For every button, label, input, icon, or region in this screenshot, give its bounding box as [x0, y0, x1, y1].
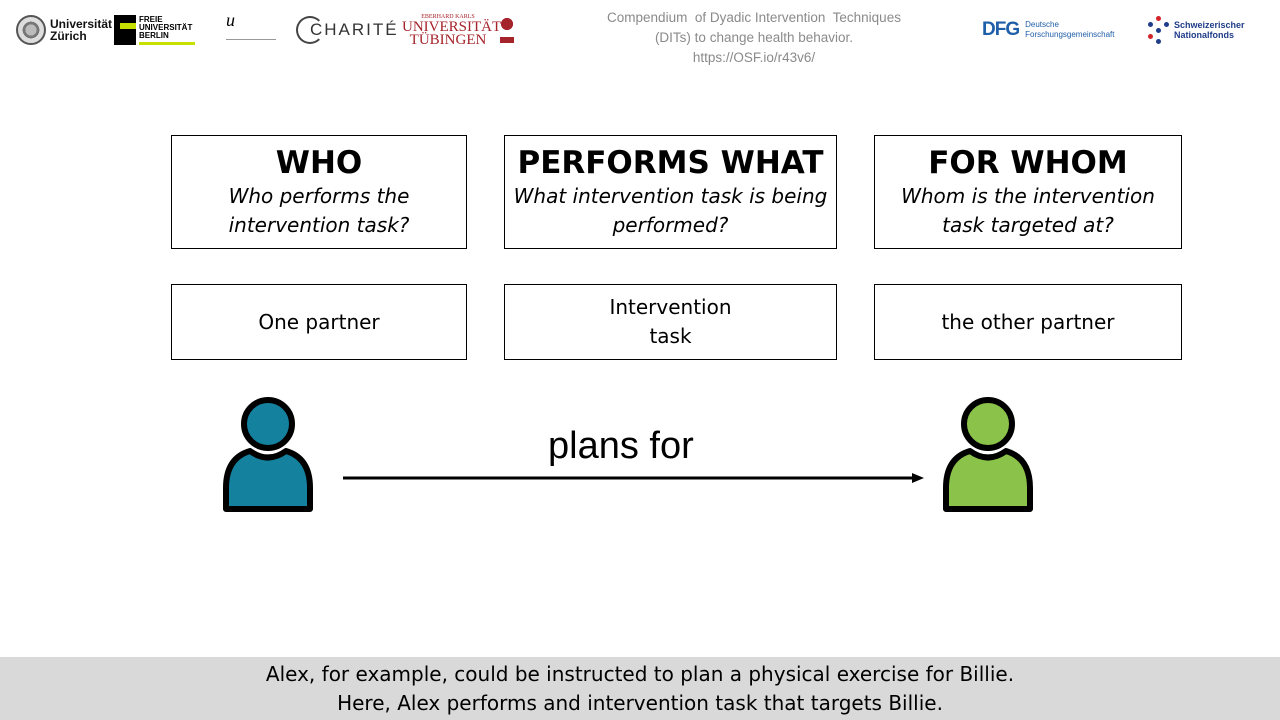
for-whom-value-box: the other partner: [874, 284, 1182, 360]
who-heading: WHO: [275, 145, 363, 181]
for-whom-value: the other partner: [941, 309, 1115, 334]
dfg-subtitle: Deutsche Forschungsgemeinschaft: [1025, 20, 1115, 39]
who-question-line-2: intervention task?: [228, 213, 410, 237]
performs-what-question-line-1: What intervention task is being: [513, 184, 828, 208]
who-value-box: One partner: [171, 284, 467, 360]
charite-logo: CHARITÉ: [296, 10, 399, 50]
tuebingen-logo-text: EBERHARD KARLS UNIVERSITÄT TÜBINGEN: [402, 13, 502, 48]
who-value: One partner: [258, 309, 380, 334]
arrow-head: [912, 473, 924, 483]
arrow-right-icon: [343, 473, 924, 483]
charite-logo-text: CHARITÉ: [310, 20, 399, 39]
person-green-head: [961, 397, 1015, 451]
performs-what-question-line-2: performed?: [612, 213, 729, 237]
compendium-link[interactable]: https://OSF.io/r43v6/: [692, 50, 816, 65]
dfg-logo: DFG Deutsche Forschungsgemeinschaft: [982, 10, 1121, 50]
charite-circle-icon: [296, 16, 324, 44]
person-blue-body: [223, 448, 313, 512]
compendium-line-2: (DITs) to change health behavior.: [654, 30, 854, 45]
person-blue-head: [241, 397, 295, 451]
tuebingen-logo: EBERHARD KARLS UNIVERSITÄT TÜBINGEN: [402, 10, 514, 50]
tree-icon: [500, 17, 514, 43]
person-blue-icon: [223, 397, 313, 512]
performs-what-value-line-1: Intervention: [609, 295, 732, 319]
fu-mark-icon: [114, 15, 136, 45]
unibe-logo-text: u: [226, 10, 235, 30]
fu-logo-text: FREIE UNIVERSITÄT BERLIN: [139, 15, 195, 45]
who-question-line-1: Who performs the: [228, 184, 410, 208]
caption-line-1: Alex, for example, could be instructed t…: [265, 662, 1015, 686]
unibe-logo: u: [226, 10, 276, 50]
caption-bar: Alex, for example, could be instructed t…: [0, 657, 1280, 720]
arrow-label: plans for: [548, 425, 694, 467]
performs-what-value-box: Intervention task: [504, 284, 837, 360]
tuebingen-main-text: UNIVERSITÄT TÜBINGEN: [402, 18, 502, 48]
dfg-logo-text: DFG: [982, 19, 1020, 40]
uzh-logo-text: Universität Zürich: [50, 17, 113, 43]
snf-dots-icon: [1148, 16, 1170, 44]
unibe-line: [226, 39, 276, 40]
fu-berlin-logo: FREIE UNIVERSITÄT BERLIN: [114, 10, 195, 50]
snf-logo-text: Schweizerischer Nationalfonds: [1174, 20, 1245, 40]
caption-line-2: Here, Alex performs and intervention tas…: [337, 691, 943, 715]
uzh-logo: Universität Zürich: [16, 10, 116, 50]
snf-logo: Schweizerischer Nationalfonds: [1148, 10, 1246, 50]
uzh-seal-icon: [16, 15, 46, 45]
for-whom-question-line-1: Whom is the intervention: [901, 184, 1155, 208]
performs-what-value-line-2: task: [649, 324, 692, 348]
performs-what-header-box: PERFORMS WHAT What intervention task is …: [504, 135, 837, 249]
who-header-box: WHO Who performs the intervention task?: [171, 135, 467, 249]
for-whom-header-box: FOR WHOM Whom is the intervention task t…: [874, 135, 1182, 249]
tuebingen-small-text: EBERHARD KARLS: [421, 13, 475, 20]
person-green-icon: [943, 397, 1033, 512]
for-whom-question-line-2: task targeted at?: [942, 213, 1114, 237]
compendium-reference: Compendium of Dyadic Intervention Techni…: [590, 8, 918, 68]
for-whom-heading: FOR WHOM: [928, 145, 1128, 181]
compendium-line-1: Compendium of Dyadic Intervention Techni…: [607, 10, 901, 25]
person-green-body: [943, 448, 1033, 512]
performs-what-heading: PERFORMS WHAT: [517, 145, 824, 181]
